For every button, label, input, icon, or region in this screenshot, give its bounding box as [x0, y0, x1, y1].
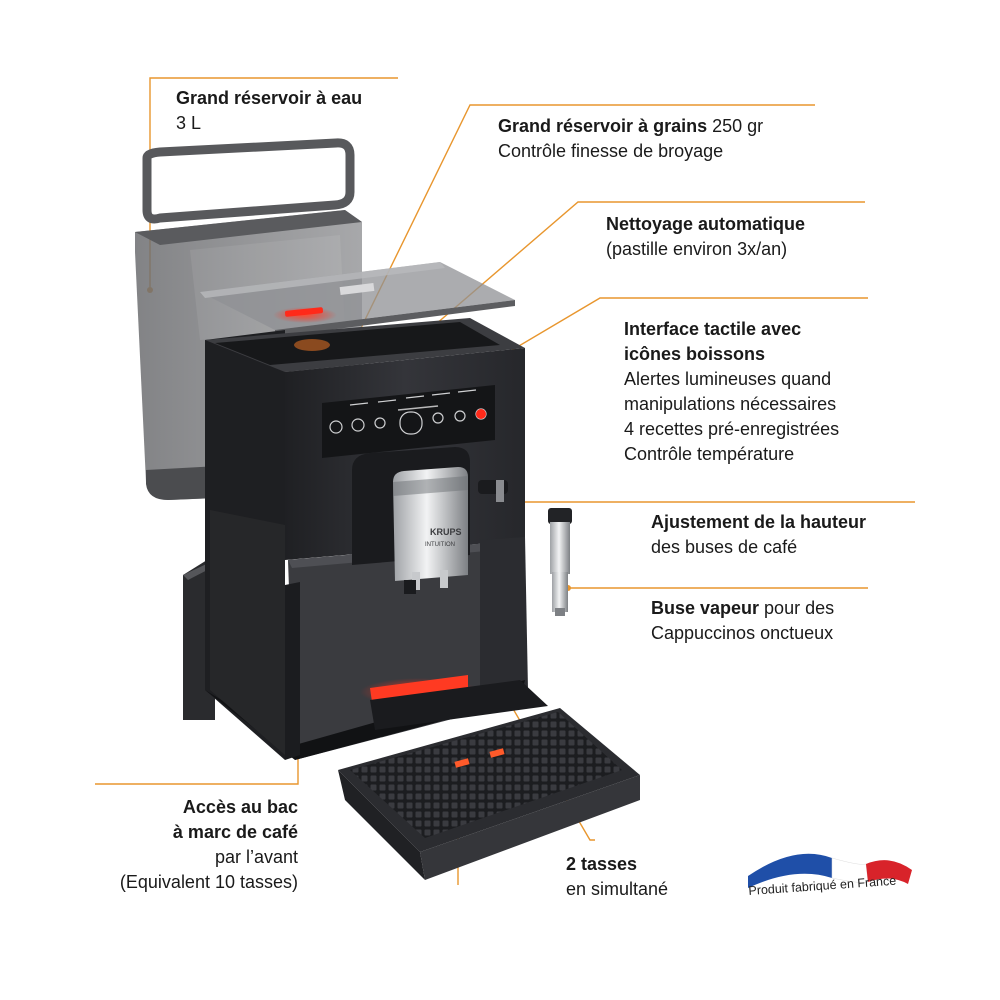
cups-detail: en simultané — [566, 879, 669, 899]
cups-title: 2 tasses — [566, 854, 638, 874]
water-tank-callout: Grand réservoir à eau 3 L — [176, 86, 362, 136]
steam-detail: Cappuccinos onctueux — [651, 623, 834, 643]
water-tank-detail: 3 L — [176, 113, 202, 133]
bean-hopper-capacity: 250 gr — [707, 116, 764, 136]
france-flag-badge — [748, 853, 912, 888]
height-callout: Ajustement de la hauteur des buses de ca… — [651, 510, 866, 560]
bean-hopper-detail: Contrôle finesse de broyage — [498, 141, 724, 161]
steam-wand — [478, 480, 508, 502]
interface-line5: 4 recettes pré-enregistrées — [624, 419, 840, 439]
water-tank-title: Grand réservoir à eau — [176, 88, 363, 108]
steam-title: Buse vapeur — [651, 598, 760, 618]
drip-tray — [338, 680, 640, 880]
steam-nozzle-detail — [548, 508, 572, 616]
alert-led-icon — [476, 409, 486, 419]
bean-hopper-lid — [200, 262, 515, 337]
height-detail: des buses de café — [651, 537, 798, 557]
height-title: Ajustement de la hauteur — [651, 512, 867, 532]
cleaning-detail: (pastille environ 3x/an) — [606, 239, 788, 259]
bean-hopper-callout: Grand réservoir à grains 250 gr Contrôle… — [498, 114, 763, 164]
grounds-callout: Accès au bac à marc de café par l’avant … — [80, 795, 298, 895]
brand-logo: KRUPS — [430, 527, 462, 537]
cups-callout: 2 tasses en simultané — [566, 852, 668, 902]
steam-title-suffix: pour des — [759, 598, 835, 618]
grounds-title-line2: à marc de café — [172, 822, 298, 842]
control-panel-icons — [329, 389, 487, 435]
interface-callout: Interface tactile avec icônes boissons A… — [624, 317, 839, 467]
grounds-line4: (Equivalent 10 tasses) — [119, 872, 298, 892]
model-logo: INTUITION — [425, 542, 455, 548]
cleaning-title: Nettoyage automatique — [606, 214, 806, 234]
interface-line4: manipulations nécessaires — [624, 394, 837, 414]
interface-title-line2: icônes boissons — [624, 344, 766, 364]
interface-line3: Alertes lumineuses quand — [624, 369, 832, 389]
interface-title-line1: Interface tactile avec — [624, 319, 802, 339]
bean-hopper-title: Grand réservoir à grains — [498, 116, 708, 136]
steam-callout: Buse vapeur pour des Cappuccinos onctueu… — [651, 596, 834, 646]
grounds-title-line1: Accès au bac — [182, 797, 298, 817]
interface-line6: Contrôle température — [624, 444, 795, 464]
cleaning-callout: Nettoyage automatique (pastille environ … — [606, 212, 805, 262]
coffee-spout-unit: KRUPS INTUITION — [393, 467, 468, 594]
grounds-line3: par l’avant — [214, 847, 298, 867]
